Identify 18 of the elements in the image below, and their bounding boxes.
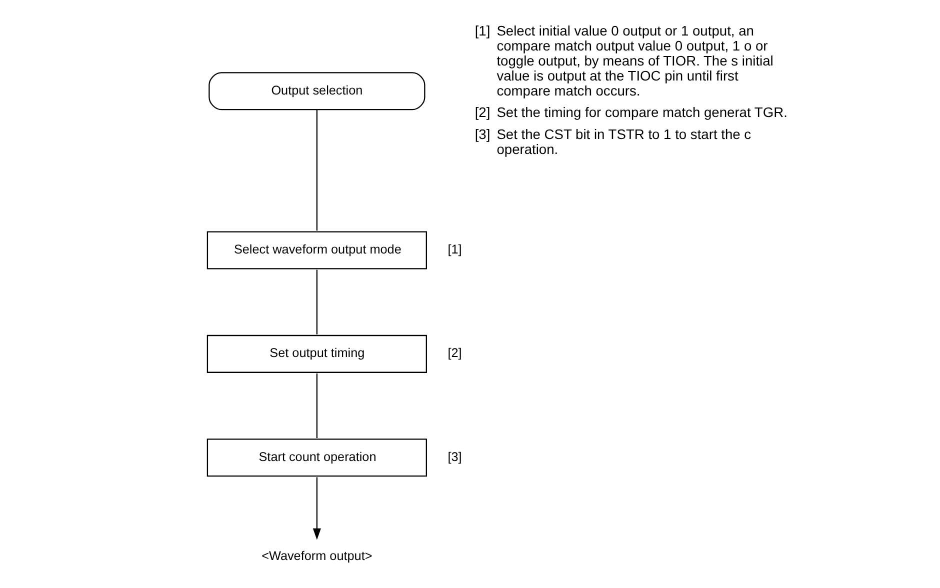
label: Select initial value 0 output or 1 output, an compare match output value 0 output, 1 o or toggle output, by means of TIOR. The s initial value is output at the TIOC pin until first compare match occurs.: [496, 22, 773, 98]
node-box: Output selection: [208, 72, 425, 110]
label: [3]: [474, 126, 490, 142]
connector: [316, 270, 317, 334]
label: [2]: [474, 104, 490, 120]
node-text: <Waveform output>: [261, 548, 372, 563]
label: Set the CST bit in TSTR to 1 to start the c operation.: [496, 126, 751, 158]
node-label: [3]: [447, 450, 462, 464]
node-label: [2]: [447, 346, 462, 360]
connector: [316, 374, 317, 438]
arrow: [312, 477, 320, 540]
connector: [316, 110, 317, 231]
node-box: Start count operation: [206, 438, 426, 477]
label: Set the timing for compare match generat TGR.: [496, 104, 787, 120]
node-label: [1]: [447, 242, 462, 256]
node-box: Select waveform output mode: [206, 231, 426, 270]
label: [1]: [474, 22, 490, 38]
node-box: Set output timing: [206, 334, 426, 373]
